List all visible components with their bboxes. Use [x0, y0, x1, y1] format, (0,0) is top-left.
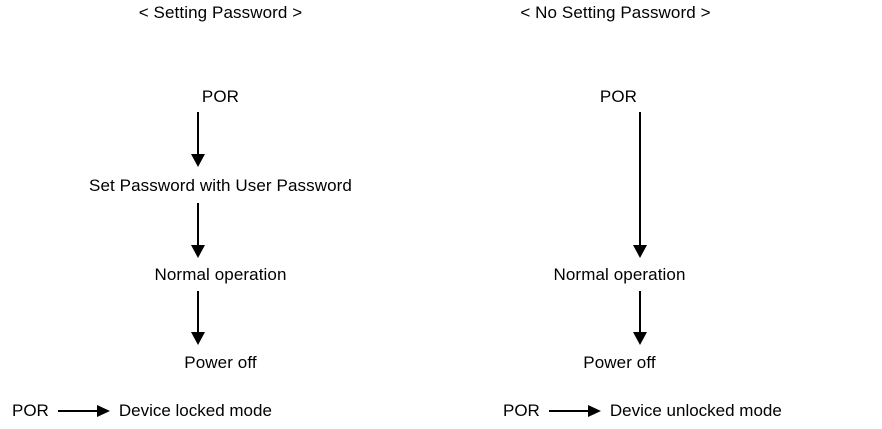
arrow-down-normal-operation-to-power-off [191, 291, 205, 345]
arrow-shaft [197, 203, 199, 245]
arrow-shaft [197, 291, 199, 332]
arrow-head [191, 245, 205, 258]
footer-source-por: POR [503, 401, 540, 420]
flow-column-setting-password: < Setting Password > POR Set Password wi… [12, 3, 352, 421]
footer-row-locked: POR Device locked mode [12, 401, 272, 421]
arrow-right-icon [548, 405, 601, 417]
arrow-head [633, 245, 647, 258]
node-power-off: Power off [184, 353, 257, 372]
arrow-head [96, 405, 110, 417]
node-set-password: Set Password with User Password [89, 176, 352, 195]
arrow-down-set-password-to-normal-operation [191, 203, 205, 258]
arrow-down-por-to-set-password [191, 112, 205, 167]
column-title-setting-password: < Setting Password > [138, 3, 303, 22]
node-por: POR [599, 87, 638, 106]
arrow-shaft [197, 112, 199, 154]
node-normal-operation: Normal operation [154, 265, 287, 284]
column-title-no-setting-password: < No Setting Password > [520, 3, 711, 22]
arrow-head [191, 154, 205, 167]
arrow-down-por-to-normal-operation [633, 112, 647, 258]
arrow-shaft [639, 291, 641, 332]
arrow-shaft [548, 410, 591, 412]
footer-target-device-locked-mode: Device locked mode [118, 401, 272, 420]
footer-target-device-unlocked-mode: Device unlocked mode [609, 401, 782, 420]
arrow-down-normal-operation-to-power-off [633, 291, 647, 345]
flow-column-no-setting-password: < No Setting Password > POR Normal opera… [441, 0, 882, 429]
node-por: POR [201, 87, 240, 106]
arrow-head [587, 405, 601, 417]
footer-source-por: POR [12, 401, 49, 420]
arrow-head [633, 332, 647, 345]
arrow-shaft [57, 410, 100, 412]
arrow-right-icon [57, 405, 110, 417]
arrow-head [191, 332, 205, 345]
node-power-off: Power off [583, 353, 656, 372]
arrow-shaft [639, 112, 641, 245]
footer-row-unlocked: POR Device unlocked mode [503, 401, 782, 421]
node-normal-operation: Normal operation [553, 265, 686, 284]
